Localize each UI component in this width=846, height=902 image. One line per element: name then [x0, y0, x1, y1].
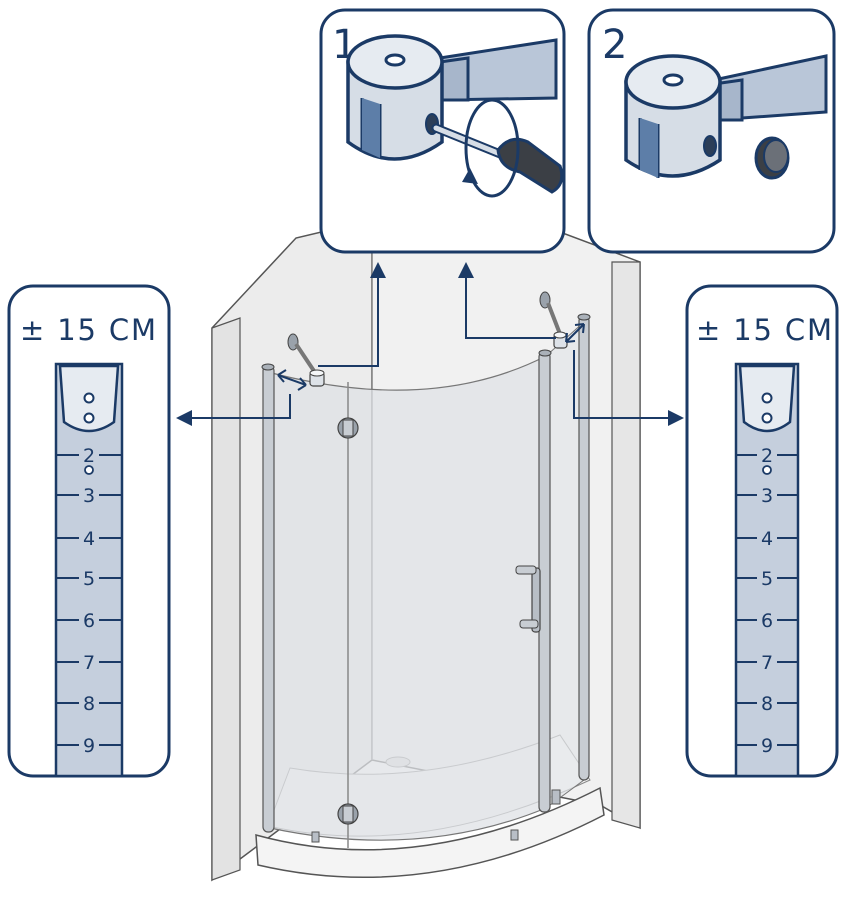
left-tick-label: 7 [83, 652, 95, 674]
right-scale-ticks: 2 3 4 5 6 7 8 9 [736, 445, 798, 757]
shower-enclosure [211, 219, 641, 882]
right-tick-label: 6 [761, 610, 773, 632]
right-tick-label: 2 [761, 445, 773, 467]
step-number-2: 2 [602, 22, 627, 68]
cap-icon [754, 136, 790, 180]
arrow-heads [176, 262, 684, 426]
callout-arrows [190, 276, 668, 419]
right-rail [578, 315, 590, 781]
left-scale-panel: ± 15 CM 2 3 4 5 6 7 8 9 [7, 284, 171, 778]
bottom-hinge [337, 803, 359, 825]
left-tick-label: 2 [83, 445, 95, 467]
center-rail [538, 351, 551, 813]
left-scale-bar [54, 362, 124, 778]
left-wall-brace [287, 333, 325, 387]
left-tick-label: 8 [83, 693, 95, 715]
right-tick-label: 7 [761, 652, 773, 674]
fixed-glass-panel [545, 320, 585, 809]
left-rail [262, 365, 275, 833]
curved-glass-panel [267, 355, 547, 841]
right-tick-label: 3 [761, 485, 773, 507]
right-scale-bar [734, 362, 800, 778]
top-hinge [337, 417, 359, 439]
left-tick-label: 3 [83, 485, 95, 507]
shower-tray [255, 786, 605, 879]
left-range-label: ± 15 CM [20, 313, 156, 347]
left-tick-label: 6 [83, 610, 95, 632]
adjust-double-arrow-left [277, 369, 307, 391]
left-scale-ticks: 2 3 4 5 6 7 8 9 [56, 445, 122, 757]
right-tick-label: 9 [761, 735, 773, 757]
wall-edge-left [211, 317, 241, 881]
right-range-label: ± 15 CM [696, 313, 832, 347]
screwdriver-icon [431, 123, 564, 194]
right-tick-label: 4 [761, 528, 773, 550]
right-scale-panel: ± 15 CM 2 3 4 5 6 7 8 9 [685, 284, 839, 778]
right-tick-label: 8 [761, 693, 773, 715]
door-handle [515, 565, 541, 633]
left-tick-label: 9 [83, 735, 95, 757]
left-tick-label: 4 [83, 528, 95, 550]
right-tick-label: 5 [761, 568, 773, 590]
detail-panel-2: 2 [587, 8, 836, 254]
wall-edge-right [611, 261, 641, 829]
left-tick-label: 5 [83, 568, 95, 590]
detail-panel-1: 1 [319, 8, 566, 254]
adjust-double-arrow-right [565, 323, 585, 343]
